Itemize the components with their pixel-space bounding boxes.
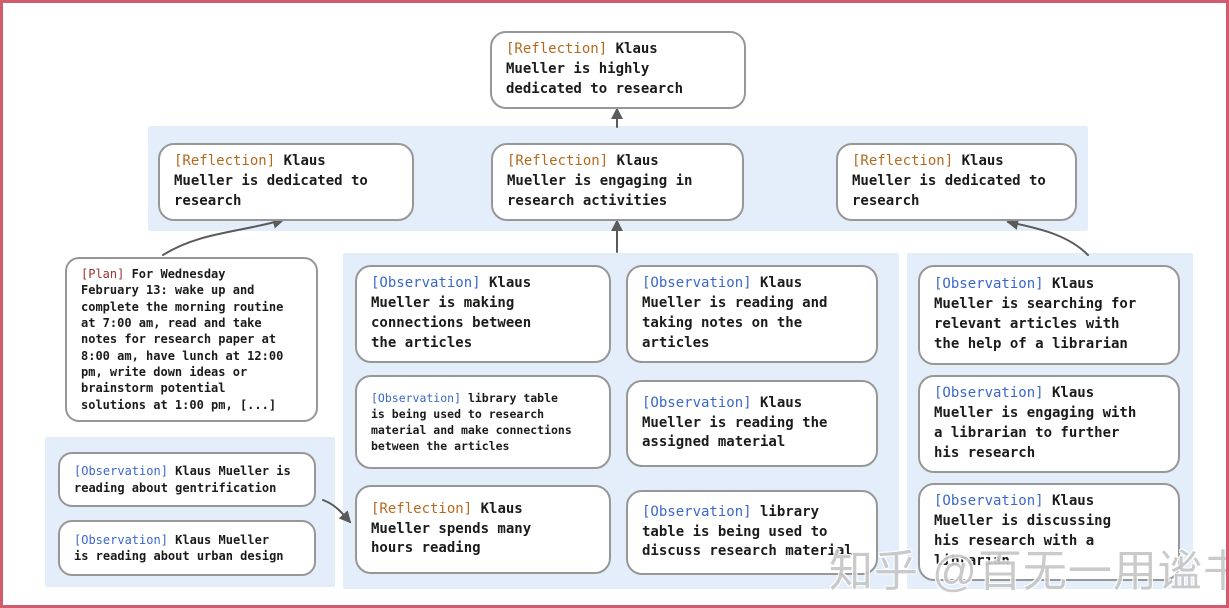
node-text: library table is being used to discuss r… — [642, 503, 853, 560]
reflection-tag: [Reflection] — [506, 41, 608, 57]
node-text: For Wednesday February 13: wake up and c… — [81, 267, 284, 412]
observation-tag: [Observation] — [74, 532, 168, 547]
zhihu-watermark: 知乎 @百无一用谧书生 — [829, 547, 1226, 596]
reflection-tag: [Reflection] — [852, 153, 954, 169]
plan-tag: [Plan] — [81, 267, 125, 281]
node-obs-assigned-material: [Observation] Klaus Mueller is reading t… — [626, 380, 878, 467]
node-text: Klaus Mueller is reading the assigned ma… — [642, 394, 828, 451]
node-text: Klaus Mueller is making connections betw… — [371, 275, 532, 351]
node-obs-engaging-librarian: [Observation] Klaus Mueller is engaging … — [918, 375, 1180, 473]
node-reflection-left: [Reflection] Klaus Mueller is dedicated … — [158, 143, 414, 221]
reflection-tag: [Reflection] — [507, 153, 609, 169]
node-text: Klaus Mueller is engaging in research ac… — [507, 153, 693, 209]
node-text: Klaus Mueller is searching for relevant … — [934, 276, 1137, 352]
node-obs-connections: [Observation] Klaus Mueller is making co… — [355, 265, 611, 363]
node-obs-gentrification: [Observation] Klaus Mueller is reading a… — [58, 452, 316, 507]
observation-tag: [Observation] — [371, 275, 481, 291]
node-obs-searching-articles: [Observation] Klaus Mueller is searching… — [918, 265, 1180, 365]
node-obs-library-discuss: [Observation] library table is being use… — [626, 490, 878, 575]
observation-tag: [Observation] — [642, 275, 752, 291]
observation-tag: [Observation] — [371, 390, 462, 405]
node-obs-discussing-librarian: [Observation] Klaus Mueller is discussin… — [918, 483, 1180, 581]
observation-tag: [Observation] — [74, 464, 168, 479]
node-reflection-top: [Reflection] Klaus Mueller is highly ded… — [490, 31, 746, 109]
observation-tag: [Observation] — [934, 385, 1044, 401]
observation-tag: [Observation] — [934, 276, 1044, 293]
observation-tag: [Observation] — [642, 503, 752, 520]
node-text: Klaus Mueller is reading about gentrific… — [74, 464, 291, 495]
node-text: Klaus Mueller is discussing his research… — [934, 493, 1112, 569]
node-obs-taking-notes: [Observation] Klaus Mueller is reading a… — [626, 265, 878, 363]
node-reflection-mid: [Reflection] Klaus Mueller is engaging i… — [491, 143, 744, 221]
observation-tag: [Observation] — [642, 394, 752, 411]
node-text: Klaus Mueller spends many hours reading — [371, 500, 532, 557]
node-reflection-hours-reading: [Reflection] Klaus Mueller spends many h… — [355, 485, 611, 574]
node-plan: [Plan] For Wednesday February 13: wake u… — [65, 257, 318, 422]
reflection-tag: [Reflection] — [371, 500, 473, 517]
node-text: Klaus Mueller is reading and taking note… — [642, 275, 828, 351]
node-text: Klaus Mueller is reading about urban des… — [74, 532, 284, 563]
reflection-tag: [Reflection] — [174, 153, 276, 169]
node-text: Klaus Mueller is engaging with a librari… — [934, 385, 1137, 461]
node-obs-urban-design: [Observation] Klaus Mueller is reading a… — [58, 520, 316, 576]
node-obs-library-research: [Observation] library table is being use… — [355, 375, 611, 469]
node-text: library table is being used to research … — [371, 390, 572, 454]
node-text: Klaus Mueller is dedicated to research — [852, 153, 1046, 209]
node-reflection-right: [Reflection] Klaus Mueller is dedicated … — [836, 143, 1077, 221]
observation-tag: [Observation] — [934, 493, 1044, 509]
node-text: Klaus Mueller is dedicated to research — [174, 153, 368, 209]
node-text: Klaus Mueller is highly dedicated to res… — [506, 41, 684, 97]
